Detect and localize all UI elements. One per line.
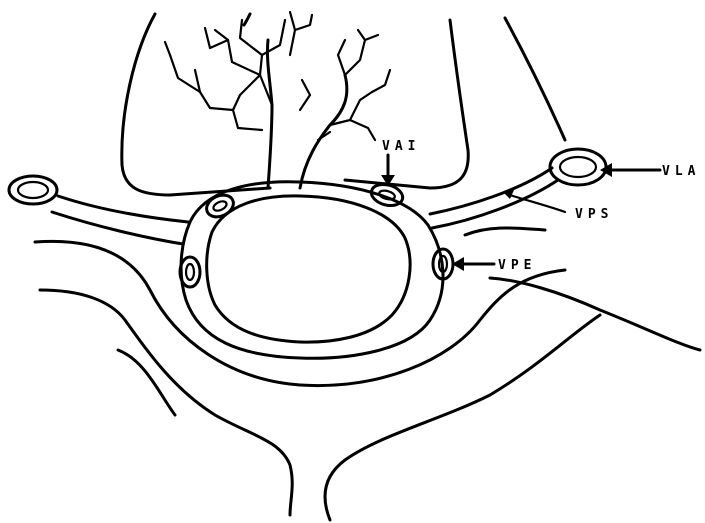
label-vla: VLA [662,164,700,179]
annotation-arrows [381,155,660,271]
vessel-tree [165,12,390,188]
vertebral-body [35,228,700,520]
label-vps: VPS [575,207,613,222]
spinal-canal [181,182,443,358]
label-vai: VAI [382,139,420,154]
left-lateral-vein [9,176,188,244]
label-vpe: VPE [498,258,536,273]
